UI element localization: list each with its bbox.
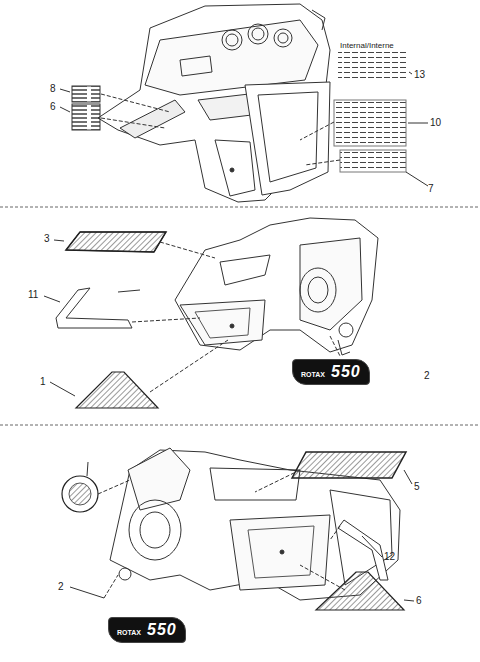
callout-number: 8 — [50, 84, 56, 94]
callout-number: 3 — [44, 234, 50, 244]
callout-number: 10 — [430, 118, 441, 128]
callout-number: 12 — [384, 552, 395, 562]
decal-brand: ROTAX — [117, 629, 141, 636]
rotax-decal: ROTAX 550 — [292, 359, 370, 385]
callout-number: 5 — [414, 482, 420, 492]
callout-number: 11 — [28, 290, 38, 300]
callout-number: 6 — [50, 102, 56, 112]
callout-number: 6 — [416, 596, 422, 606]
decal-model: 550 — [147, 621, 177, 639]
decal-brand: ROTAX — [301, 371, 325, 378]
sticker-title: Internal/Interne — [340, 42, 394, 50]
callout-number: 13 — [414, 70, 425, 80]
callout-number: 7 — [428, 184, 434, 194]
decal-model: 550 — [331, 363, 361, 381]
callout-number: 2 — [424, 371, 430, 381]
callout-number: 1 — [40, 377, 46, 387]
rotax-decal: ROTAX 550 — [108, 617, 186, 643]
callout-number: 2 — [58, 582, 64, 592]
